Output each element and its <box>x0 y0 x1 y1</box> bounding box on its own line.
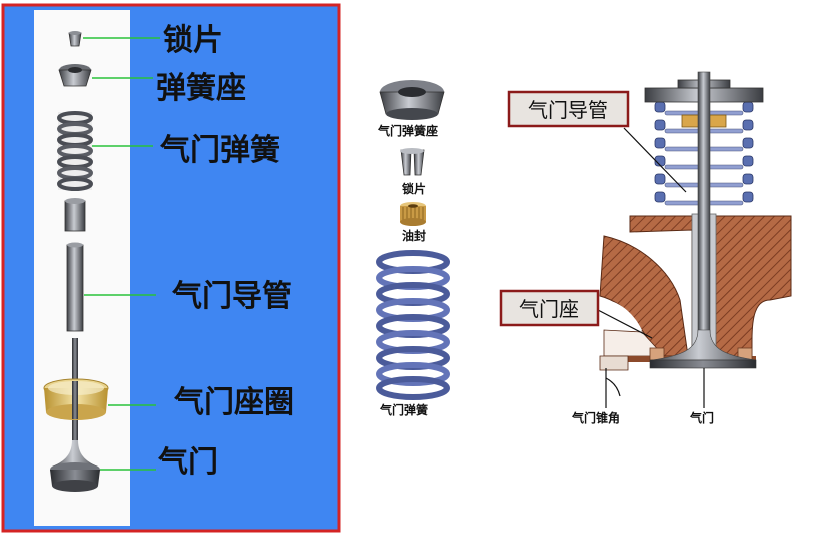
valve-guide-part <box>66 242 84 332</box>
label-valve-seat-ring: 气门座圈 <box>174 385 294 420</box>
label-right-valve-guide: 气门导管 <box>528 98 608 122</box>
callout-valve-guide: 气门导管 <box>507 90 630 128</box>
valve-head-part <box>50 440 100 492</box>
keeper-part <box>68 31 82 47</box>
label-right-valve-seat: 气门座 <box>519 297 579 321</box>
label-spring-seat: 弹簧座 <box>156 71 246 106</box>
label-valve: 气门 <box>158 445 218 480</box>
mid-spring-seat-part <box>379 80 445 120</box>
mid-label-valve-spring: 气门弹簧 <box>379 402 428 417</box>
left-connector-lines <box>83 37 160 471</box>
label-right-valve: 气门 <box>689 410 714 425</box>
mid-oil-seal-part <box>400 202 426 226</box>
callout-valve-seat: 气门座 <box>499 289 600 327</box>
mid-valve-spring-part <box>376 250 450 400</box>
right-valve-stem <box>697 71 711 363</box>
label-valve-guide: 气门导管 <box>172 279 292 314</box>
callout-valve-seat-box <box>499 289 600 327</box>
valve-spring-part <box>57 111 93 191</box>
middle-panel: 气门弹簧座 锁片 油封 <box>376 80 450 417</box>
mid-label-keeper: 锁片 <box>402 181 426 196</box>
mid-label-spring-seat: 气门弹簧座 <box>377 123 438 138</box>
leader-valve-guide <box>623 127 687 193</box>
callout-valve-guide-box <box>507 90 630 128</box>
label-cone-angle: 气门锥角 <box>571 410 620 425</box>
spring-seat-part <box>58 64 92 87</box>
right-leader-lines <box>597 127 705 408</box>
right-panel: 气门导管 气门座 气门锥角 气门 <box>499 71 792 425</box>
left-panel: 锁片 弹簧座 气门弹簧 气门导管 气门座圈 气门 <box>1 3 341 533</box>
guide-cap-part <box>64 198 86 232</box>
valve-seat-ring-part <box>43 378 109 420</box>
mid-keeper-part <box>400 148 425 176</box>
leader-valve-seat <box>597 309 653 339</box>
label-valve-spring: 气门弹簧 <box>160 133 280 168</box>
cone-angle-arc <box>605 377 621 397</box>
label-keeper: 锁片 <box>163 23 223 58</box>
mid-label-oil-seal: 油封 <box>402 228 426 243</box>
